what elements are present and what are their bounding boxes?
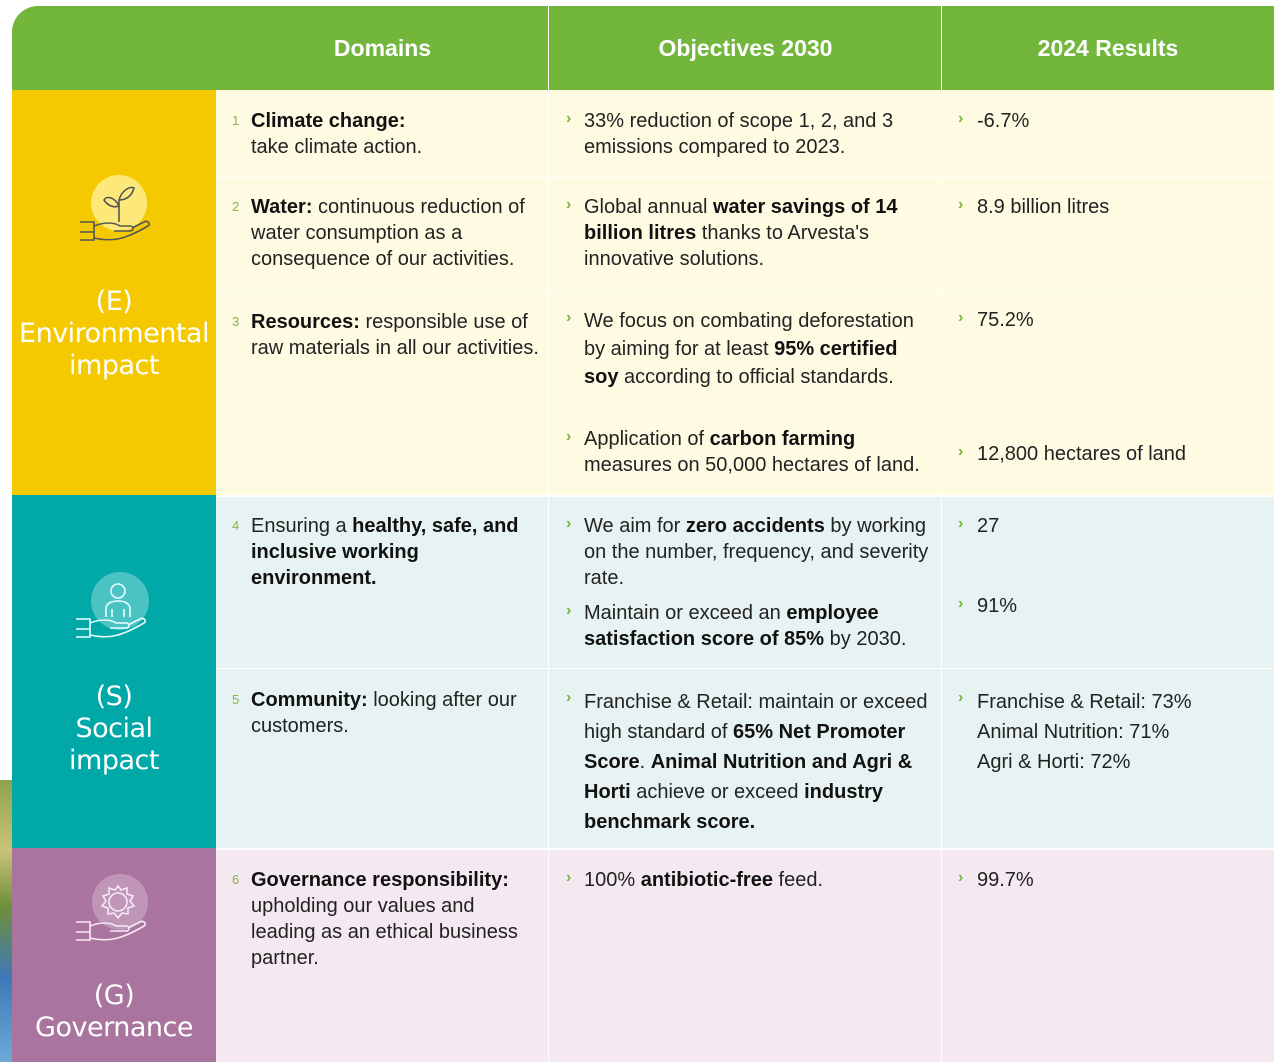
domain-cell: Ensuring a healthy, safe, and inclusive … — [251, 515, 519, 589]
governance-label-code: (G) — [93, 980, 135, 1011]
row-number: 1 — [232, 113, 240, 128]
environmental-band: (E) Environmental impact — [12, 90, 216, 495]
plant-in-hand-icon — [74, 170, 158, 259]
chevron-right-icon: › — [566, 689, 572, 706]
social-label-name: Social — [75, 713, 153, 744]
objective-cell: We aim for zero accidents by working on … — [584, 515, 929, 589]
row-number: 3 — [232, 314, 240, 329]
result-cell: 8.9 billion litres — [977, 196, 1110, 218]
objective-cell: We focus on combating deforestation by a… — [584, 310, 914, 388]
result-cell: -6.7% — [977, 110, 1030, 132]
domain-text: take climate action. — [251, 136, 423, 158]
result-cell: 91% — [977, 595, 1018, 617]
domain-title: Climate change: — [251, 110, 406, 132]
domain-cell: Climate change: take climate action. — [251, 108, 541, 160]
esg-table: Domains Objectives 2030 2024 Results (E)… — [12, 6, 1274, 1062]
objective-cell: Application of carbon farming measures o… — [584, 428, 920, 476]
domain-cell: Resources: responsible use of raw materi… — [251, 309, 541, 361]
domain-text: looking after our customers. — [251, 689, 517, 737]
domain-cell: Community: looking after our customers. — [251, 687, 541, 739]
domain-cell: Governance responsibility: upholding our… — [251, 867, 541, 971]
chevron-right-icon: › — [566, 515, 572, 532]
chevron-right-icon: › — [566, 869, 572, 886]
objective-cell: Franchise & Retail: maintain or exceed h… — [584, 691, 928, 833]
governance-section — [216, 848, 1274, 1062]
chevron-right-icon: › — [566, 110, 572, 127]
objective-cell: 33% reduction of scope 1, 2, and 3 emiss… — [584, 110, 894, 158]
background-photo — [0, 780, 14, 1062]
domain-text: upholding our values and leading as an e… — [251, 895, 518, 969]
environmental-label-name: Environmental — [19, 318, 209, 349]
chevron-right-icon: › — [566, 196, 572, 213]
header-domains: Domains — [333, 34, 432, 61]
objective-cell: Maintain or exceed an employee satisfact… — [584, 602, 907, 650]
person-in-hand-icon — [72, 565, 156, 654]
result-cell: 75.2% — [977, 309, 1034, 331]
chevron-right-icon: › — [958, 443, 964, 460]
header-objectives: Objectives 2030 — [658, 34, 833, 61]
header-results: 2024 Results — [1037, 34, 1179, 61]
environmental-label-suffix: impact — [69, 350, 159, 381]
row-number: 6 — [232, 872, 240, 887]
result-cell: 12,800 hectares of land — [977, 443, 1187, 465]
domain-title: Governance responsibility: — [251, 869, 509, 891]
result-cell: Franchise & Retail: 73% Animal Nutrition… — [977, 691, 1192, 773]
domain-title: Resources: — [251, 311, 360, 333]
chevron-right-icon: › — [958, 515, 964, 532]
social-label-code: (S) — [95, 681, 133, 712]
domain-cell: Water: continuous reduction of water con… — [251, 194, 541, 272]
governance-label-name: Governance — [35, 1012, 193, 1043]
domain-title: Community: — [251, 689, 368, 711]
social-label-suffix: impact — [69, 745, 159, 776]
row-number: 2 — [232, 199, 240, 214]
row-number: 4 — [232, 518, 240, 533]
social-band: (S) Social impact — [12, 495, 216, 848]
result-cell: 99.7% — [977, 869, 1034, 891]
chevron-right-icon: › — [958, 595, 964, 612]
chevron-right-icon: › — [958, 196, 964, 213]
environmental-label-code: (E) — [95, 286, 133, 317]
domain-text: continuous reduction of water consumptio… — [251, 196, 525, 270]
domain-text: responsible use of raw materials in all … — [251, 311, 539, 359]
governance-band: (G) Governance — [12, 848, 216, 1062]
chevron-right-icon: › — [958, 869, 964, 886]
objective-cell: Global annual water savings of 14 billio… — [584, 196, 898, 270]
domain-title: Water: — [251, 196, 313, 218]
row-number: 5 — [232, 692, 240, 707]
chevron-right-icon: › — [958, 110, 964, 127]
chevron-right-icon: › — [566, 602, 572, 619]
chevron-right-icon: › — [566, 309, 572, 326]
chevron-right-icon: › — [566, 428, 572, 445]
result-cell: 27 — [977, 515, 1000, 537]
chevron-right-icon: › — [958, 309, 964, 326]
gear-in-hand-icon — [72, 868, 156, 957]
table-header: Domains Objectives 2030 2024 Results — [12, 6, 1274, 90]
social-section — [216, 495, 1274, 848]
environmental-section — [216, 90, 1274, 495]
chevron-right-icon: › — [958, 689, 964, 706]
objective-cell: 100% antibiotic-free feed. — [584, 869, 824, 891]
